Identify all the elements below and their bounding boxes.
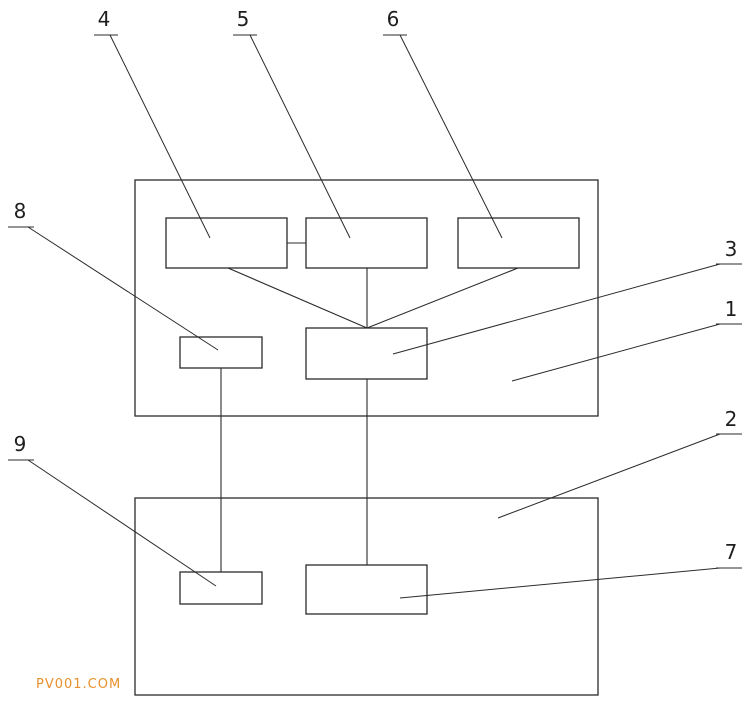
block-8 <box>179 336 263 369</box>
block-7 <box>305 564 428 615</box>
block-5 <box>305 217 428 269</box>
callout-9: 9 <box>14 432 27 456</box>
callout-7: 7 <box>725 540 738 564</box>
connector-6-to-3 <box>366 267 519 329</box>
leader-line-7 <box>399 567 721 599</box>
block-6 <box>457 217 580 269</box>
leader-line-1 <box>511 323 721 382</box>
leader-line-6 <box>399 34 503 239</box>
callout-4: 4 <box>98 7 111 31</box>
block-9 <box>179 571 263 605</box>
block-4 <box>165 217 288 269</box>
leader-line-3 <box>392 263 721 355</box>
callout-5: 5 <box>237 7 250 31</box>
leader-line-5 <box>249 34 351 239</box>
block-3 <box>305 327 428 380</box>
callout-8: 8 <box>14 199 27 223</box>
connector-4-to-3 <box>227 267 368 329</box>
callout-6: 6 <box>387 7 400 31</box>
leader-line-9 <box>27 459 217 587</box>
leader-line-2 <box>497 433 721 519</box>
callout-1: 1 <box>725 297 738 321</box>
leader-line-8 <box>27 226 219 351</box>
callout-3: 3 <box>725 237 738 261</box>
watermark: PV001.COM <box>36 677 121 692</box>
callout-2: 2 <box>725 407 738 431</box>
leader-line-4 <box>109 34 211 239</box>
